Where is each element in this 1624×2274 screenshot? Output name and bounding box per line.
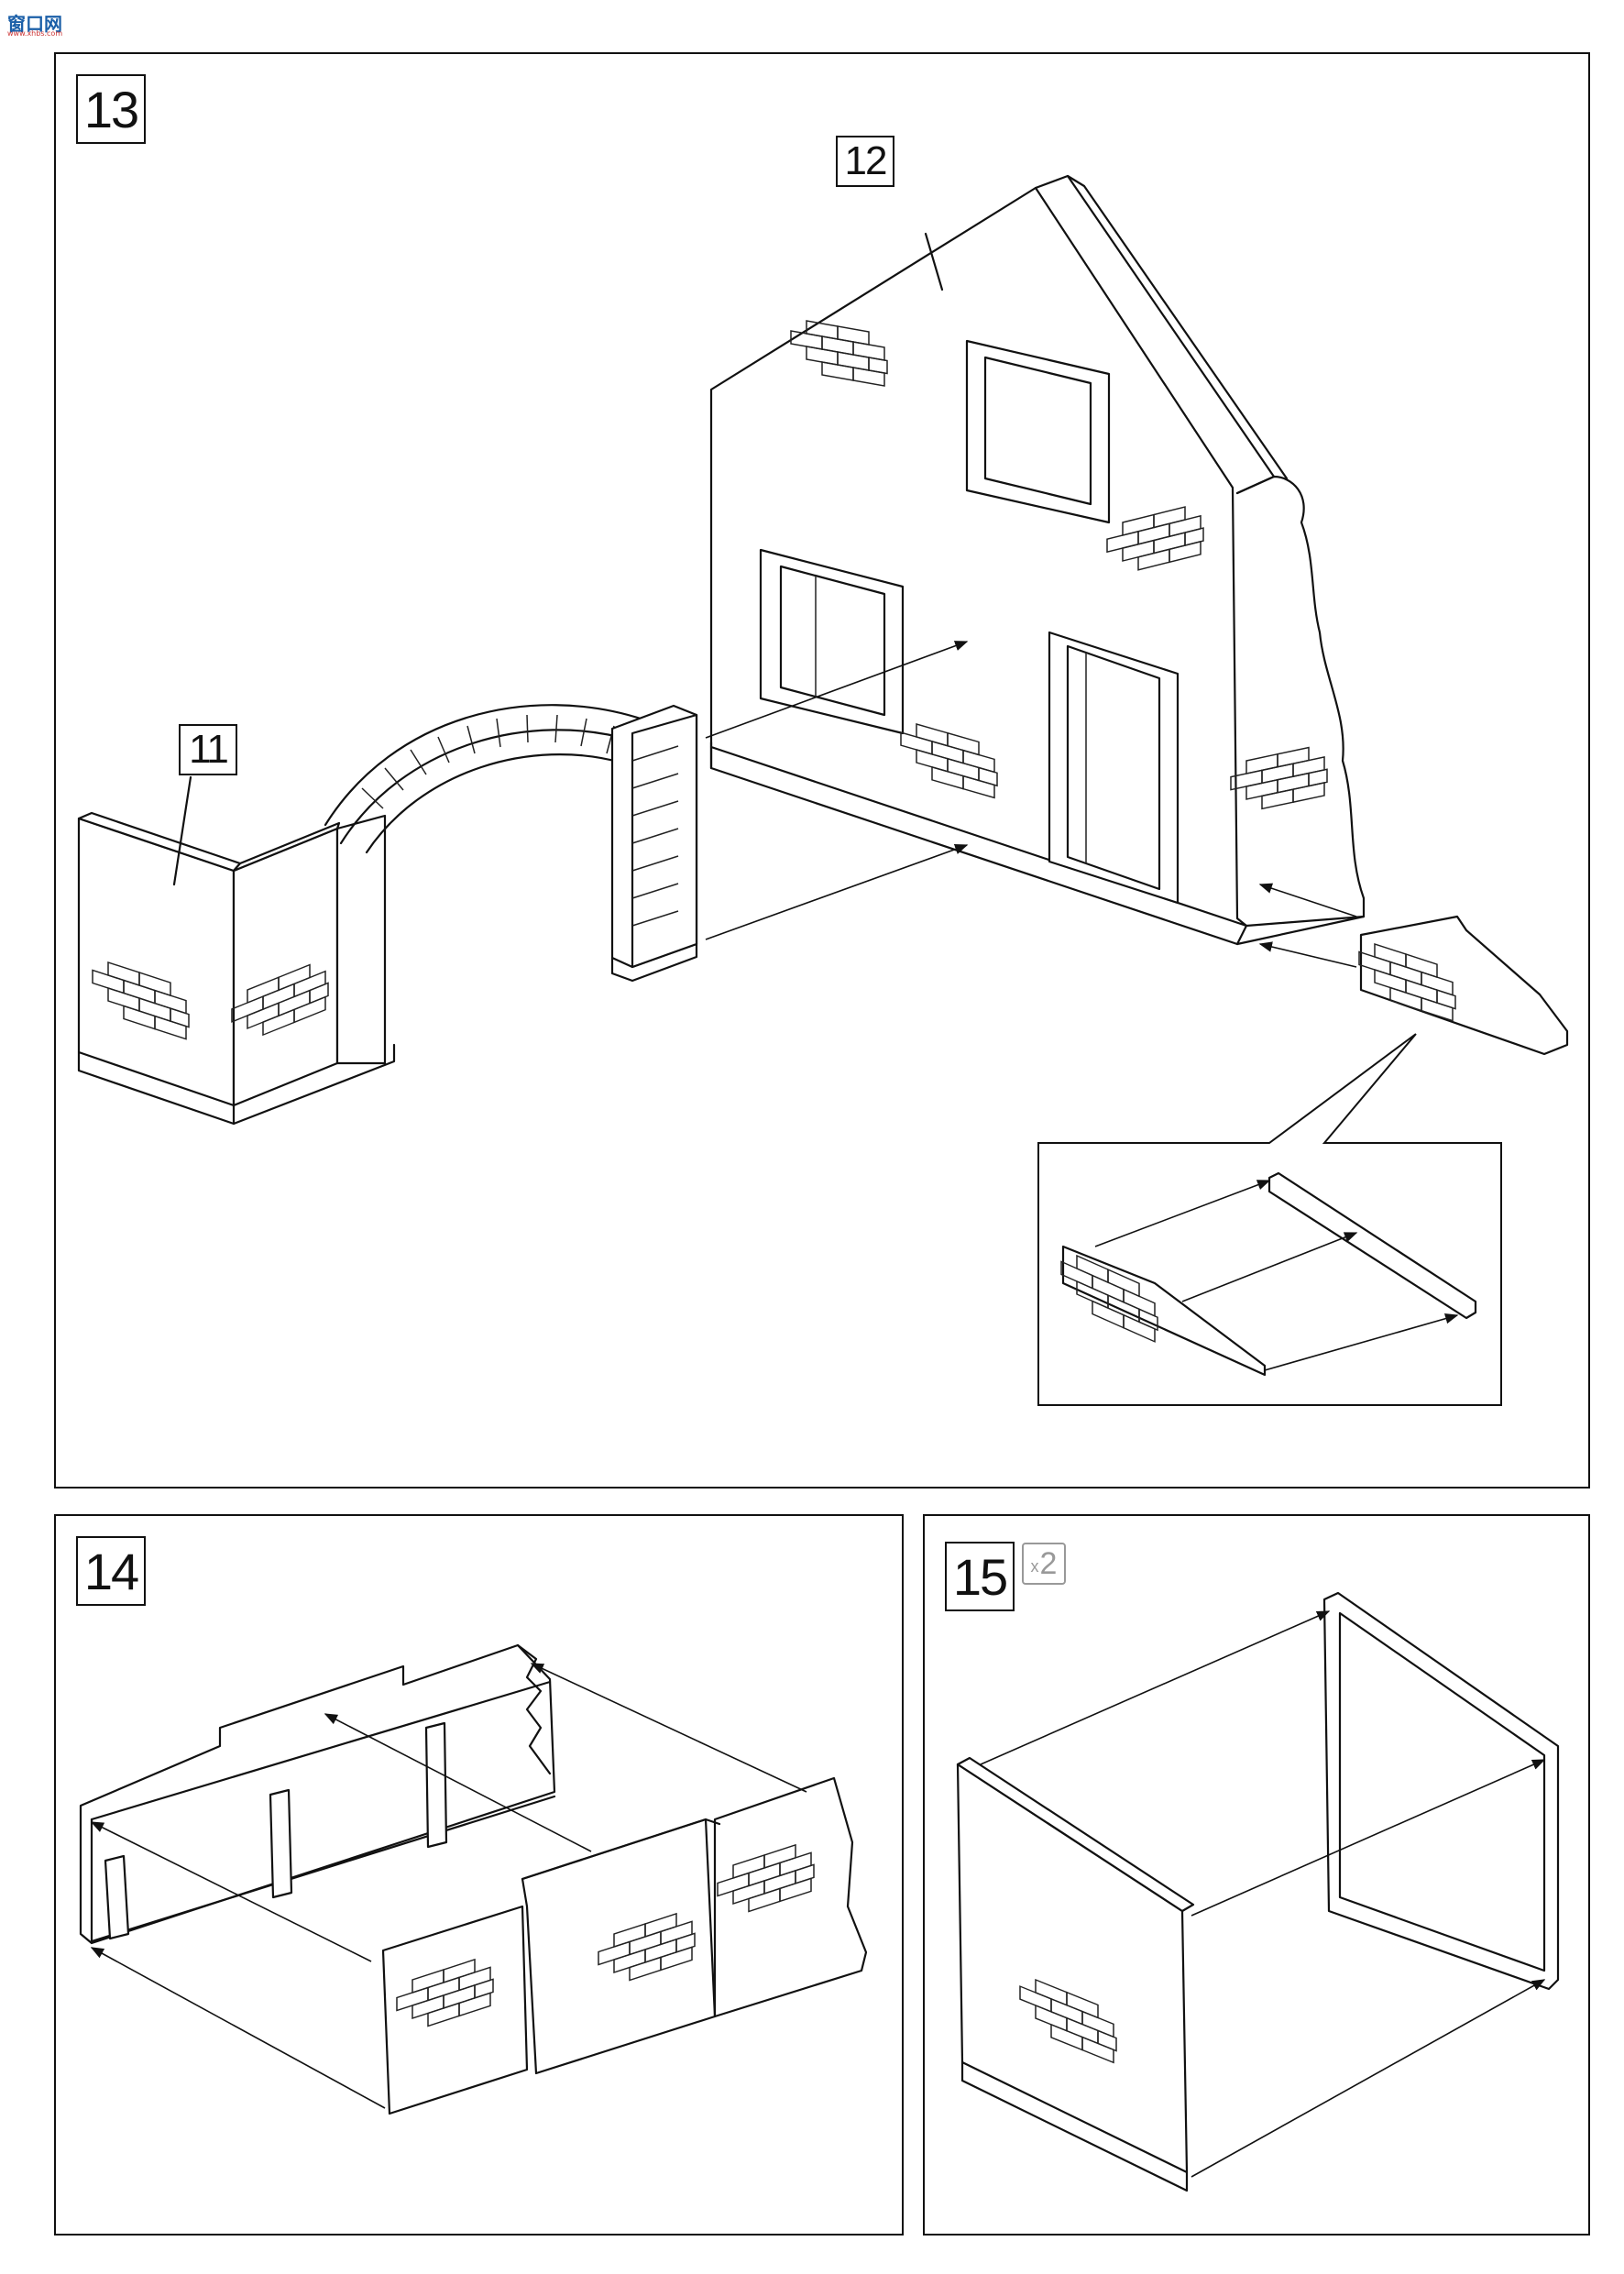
step-13-panel [54,52,1590,1489]
arch-piece [324,704,698,1065]
step-14-assembly [79,1643,868,2115]
watermark-logo: 窗口网 www.xhbs.com [4,4,70,38]
step-wall-piece [1358,915,1569,1056]
arrow-icon [1191,1759,1546,1917]
multiplier-value: 2 [1039,1545,1058,1581]
step-13-label: 13 [76,74,146,144]
arrow-icon [705,843,969,940]
arrow-icon [980,1610,1331,1765]
part-12-label: 12 [836,136,894,187]
watermark-text: 窗口网 [7,13,62,35]
watermark-url: www.xhbs.com [7,29,63,38]
part-11-corner-wall [77,775,396,1126]
part-12-leader [924,232,944,291]
step-15-panel [923,1514,1590,2236]
part-12-house-wall [709,174,1366,946]
multiplier-prefix: x [1030,1556,1039,1576]
arrow-icon [1094,1180,1271,1247]
part-11-label: 11 [179,724,237,775]
detail-callout [1037,1033,1502,1406]
arrow-icon [1258,941,1357,968]
arrow-icon [1191,1979,1546,2178]
part-11-leader [172,775,192,886]
arrow-icon [1181,1232,1358,1302]
arrow-icon [530,1663,807,1793]
arrow-icon [324,1713,592,1852]
step-15-label: 15 [945,1542,1015,1611]
step-15-assembly [956,1591,1560,2192]
step-13-arrows [705,641,1357,968]
step-14-label: 14 [76,1536,146,1606]
step-14-panel [54,1514,904,2236]
arrow-icon [90,1947,386,2109]
arrow-icon [705,641,969,739]
arrow-icon [1264,1313,1459,1371]
arrow-icon [90,1821,372,1962]
arrow-icon [1258,883,1357,917]
